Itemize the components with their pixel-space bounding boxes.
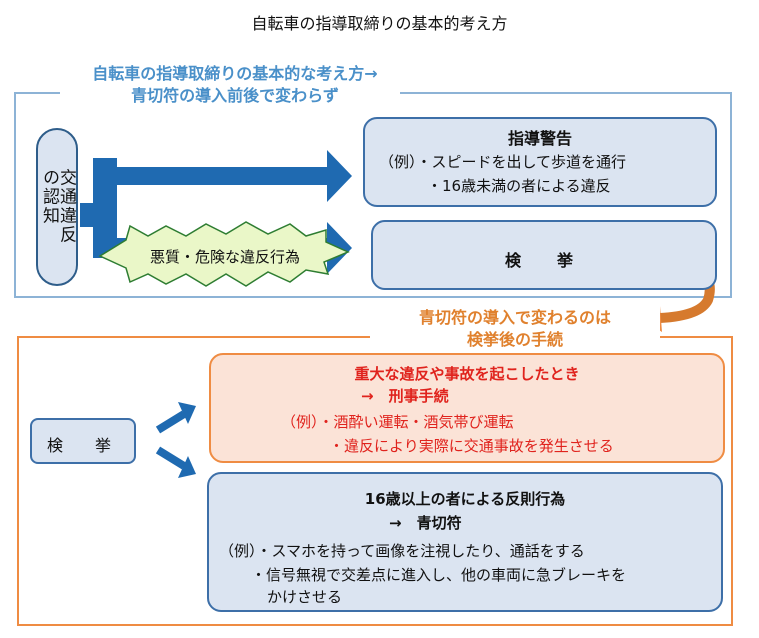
- split-arrows: [155, 402, 196, 478]
- warning-line2: ・16歳未満の者による違反: [427, 177, 611, 195]
- bottom-heading-line2: 検挙後の手続: [466, 330, 563, 349]
- recognition-pill: 交通違反の認知: [36, 128, 78, 286]
- serious-subtitle: → 刑事手続: [361, 387, 449, 405]
- split-arrow-down-shaft: [155, 446, 187, 470]
- blue-ticket-line2: ・信号無視で交差点に進入し、他の車両に急ブレーキを: [251, 566, 627, 584]
- serious-line2: ・違反により実際に交通事故を発生させる: [329, 437, 614, 455]
- recognition-label: 交通違反の認知: [39, 168, 76, 245]
- warning-line1: （例）・スピードを出して歩道を通行: [379, 153, 627, 171]
- arrow-stem: [80, 203, 96, 227]
- enforcement-label-top: 検 挙: [504, 251, 583, 270]
- warning-title: 指導警告: [507, 129, 572, 148]
- bottom-heading-background: [370, 306, 660, 354]
- top-heading-line2: 青切符の導入前後で変わらず: [131, 86, 339, 105]
- bottom-heading-line1: 青切符の導入で変わるのは: [418, 308, 611, 327]
- split-arrow-up-head: [178, 402, 196, 424]
- enforcement-label-bottom: 検 挙: [46, 436, 119, 455]
- blue-ticket-title: 16歳以上の者による反則行為: [364, 490, 566, 508]
- danger-label: 悪質・危険な違反行為: [149, 248, 300, 266]
- blue-ticket-line3: かけさせる: [267, 588, 343, 606]
- split-arrow-up-shaft: [155, 410, 187, 434]
- top-heading-line1: 自転車の指導取締りの基本的な考え方→: [92, 64, 378, 83]
- bottom-section-heading: 青切符の導入で変わるのは 検挙後の手続: [360, 307, 670, 351]
- top-heading-background: [60, 62, 400, 110]
- danger-starburst: [98, 221, 350, 287]
- blue-ticket-line1: （例）・スマホを持って画像を注視したり、通話をする: [219, 542, 585, 560]
- page-title: 自転車の指導取締りの基本的考え方: [251, 14, 508, 33]
- blue-ticket-subtitle: → 青切符: [389, 514, 462, 532]
- split-arrow-down-head: [178, 456, 196, 478]
- top-section-heading: 自転車の指導取締りの基本的な考え方→ 青切符の導入前後で変わらず: [45, 63, 425, 107]
- enforcement-box-bottom: 検 挙: [30, 418, 136, 464]
- blue-ticket-box: 16歳以上の者による反則行為 → 青切符 （例）・スマホを持って画像を注視したり…: [207, 472, 723, 612]
- serious-title: 重大な違反や事故を起こしたとき: [354, 365, 580, 383]
- upper-arrow: [112, 150, 352, 202]
- warning-box: 指導警告 （例）・スピードを出して歩道を通行 ・16歳未満の者による違反: [363, 117, 717, 207]
- criminal-procedure-box: 重大な違反や事故を起こしたとき → 刑事手続 （例）・酒酔い運転・酒気帯び運転 …: [209, 353, 725, 463]
- serious-line1: （例）・酒酔い運転・酒気帯び運転: [281, 413, 514, 431]
- enforcement-box-top: 検 挙: [371, 220, 717, 290]
